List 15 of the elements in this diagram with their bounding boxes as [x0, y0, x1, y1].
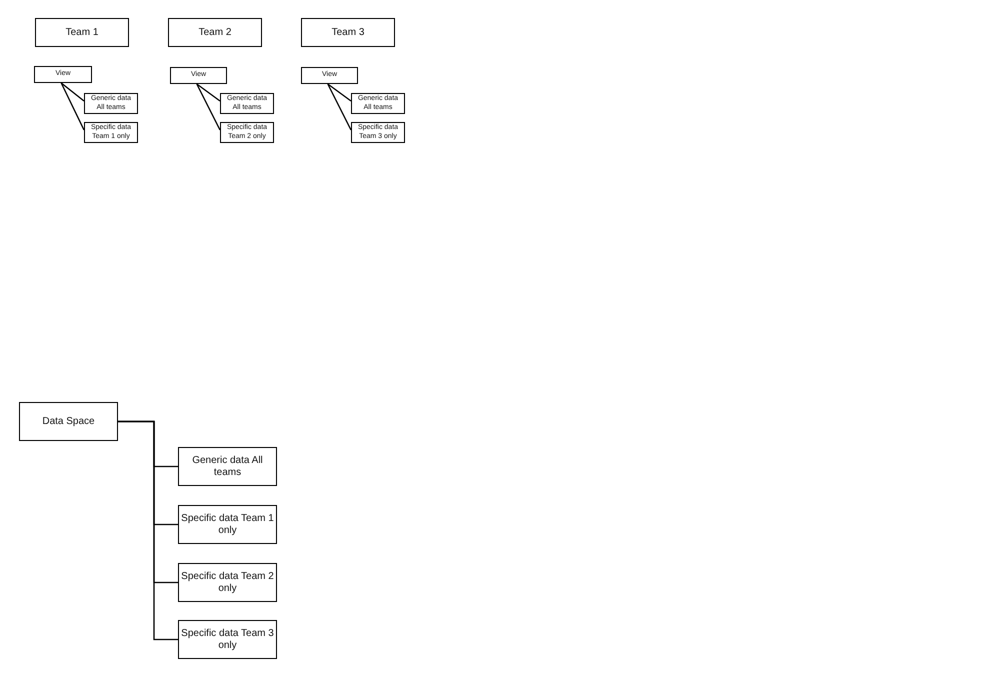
connector-line — [327, 84, 352, 130]
connector-line — [60, 82, 85, 130]
connector-line — [196, 84, 221, 130]
team-box: Team 1 — [35, 18, 129, 47]
connector-line — [118, 420, 178, 640]
connector-line — [60, 82, 84, 102]
data-box: Specific data Team 2 only — [178, 563, 277, 602]
data-space-box: Data Space — [19, 402, 118, 441]
data-box: Specific data Team 3 only — [178, 620, 277, 659]
connector-line — [196, 83, 220, 102]
team-box: Team 3 — [301, 18, 395, 47]
data-box: Generic data All teams — [178, 447, 277, 486]
team-box: Team 2 — [168, 18, 262, 47]
data-box: Specific data Team 1 only — [178, 505, 277, 544]
connector-line — [327, 83, 352, 102]
